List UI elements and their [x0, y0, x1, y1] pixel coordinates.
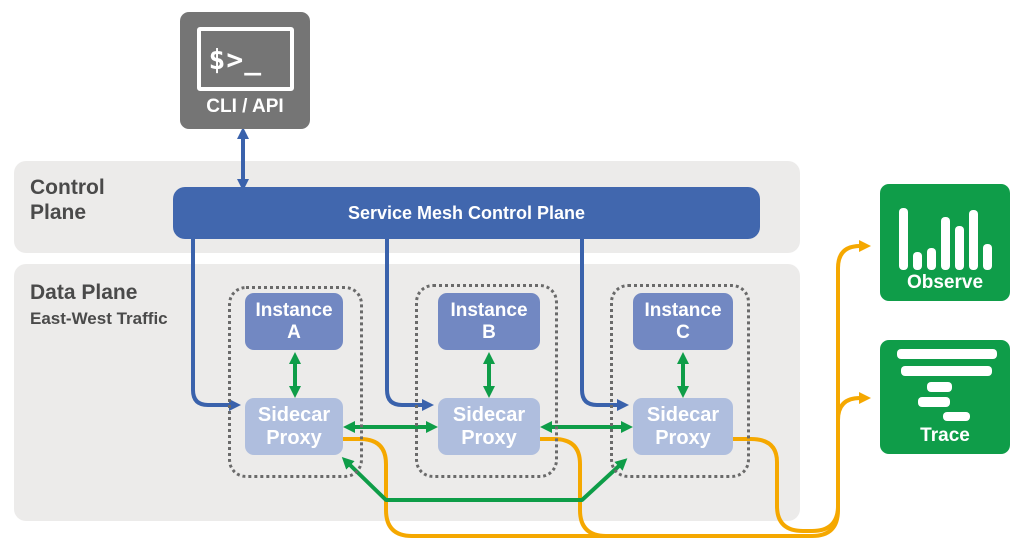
service-group-c [610, 284, 750, 478]
bar-chart-icon [880, 198, 1010, 270]
observe-label: Observe [906, 272, 984, 293]
terminal-icon: $>_ [196, 27, 294, 91]
instance-a-id: A [287, 321, 301, 343]
instance-b-box: Instance B [438, 293, 540, 350]
control-plane-bar-label: Service Mesh Control Plane [347, 202, 586, 223]
instance-c-box: Instance C [633, 293, 733, 350]
observe-box: Observe [880, 184, 1010, 301]
instance-c-id: C [676, 321, 690, 343]
instance-c-label: Instance [644, 300, 722, 322]
sidecar-c-label-line2: Proxy [655, 426, 711, 449]
instance-b-id: B [482, 321, 496, 343]
trace-box: Trace [880, 340, 1010, 454]
sidecar-a-label-line2: Proxy [266, 426, 322, 449]
service-group-a [228, 286, 363, 478]
instance-b-label: Instance [450, 300, 528, 322]
trace-label: Trace [920, 425, 970, 446]
sidecar-proxy-c-box: Sidecar Proxy [633, 398, 733, 455]
instance-a-box: Instance A [245, 293, 343, 350]
terminal-prompt-glyph: $>_ [208, 42, 263, 76]
sidecar-proxy-a-box: Sidecar Proxy [245, 398, 343, 455]
cli-api-label: CLI / API [206, 96, 284, 117]
sidecar-c-label-line1: Sidecar [646, 404, 720, 427]
instance-a-label: Instance [255, 300, 333, 322]
data-plane-sublabel: East-West Traffic [30, 308, 168, 328]
data-plane-band-label: Data Plane East-West Traffic [30, 281, 168, 329]
cli-api-box: $>_ CLI / API [180, 12, 310, 129]
control-plane-label-line2: Plane [30, 200, 87, 224]
control-plane-band-label: Control Plane [30, 176, 105, 226]
sidecar-a-label-line1: Sidecar [257, 404, 331, 427]
sidecar-proxy-b-box: Sidecar Proxy [438, 398, 540, 455]
sidecar-b-label-line1: Sidecar [452, 404, 526, 427]
sidecar-b-label-line2: Proxy [461, 426, 517, 449]
service-mesh-control-plane-bar: Service Mesh Control Plane [173, 187, 760, 239]
control-plane-label-line1: Control [30, 176, 105, 199]
service-group-b [415, 284, 558, 478]
data-plane-label: Data Plane [30, 281, 138, 304]
